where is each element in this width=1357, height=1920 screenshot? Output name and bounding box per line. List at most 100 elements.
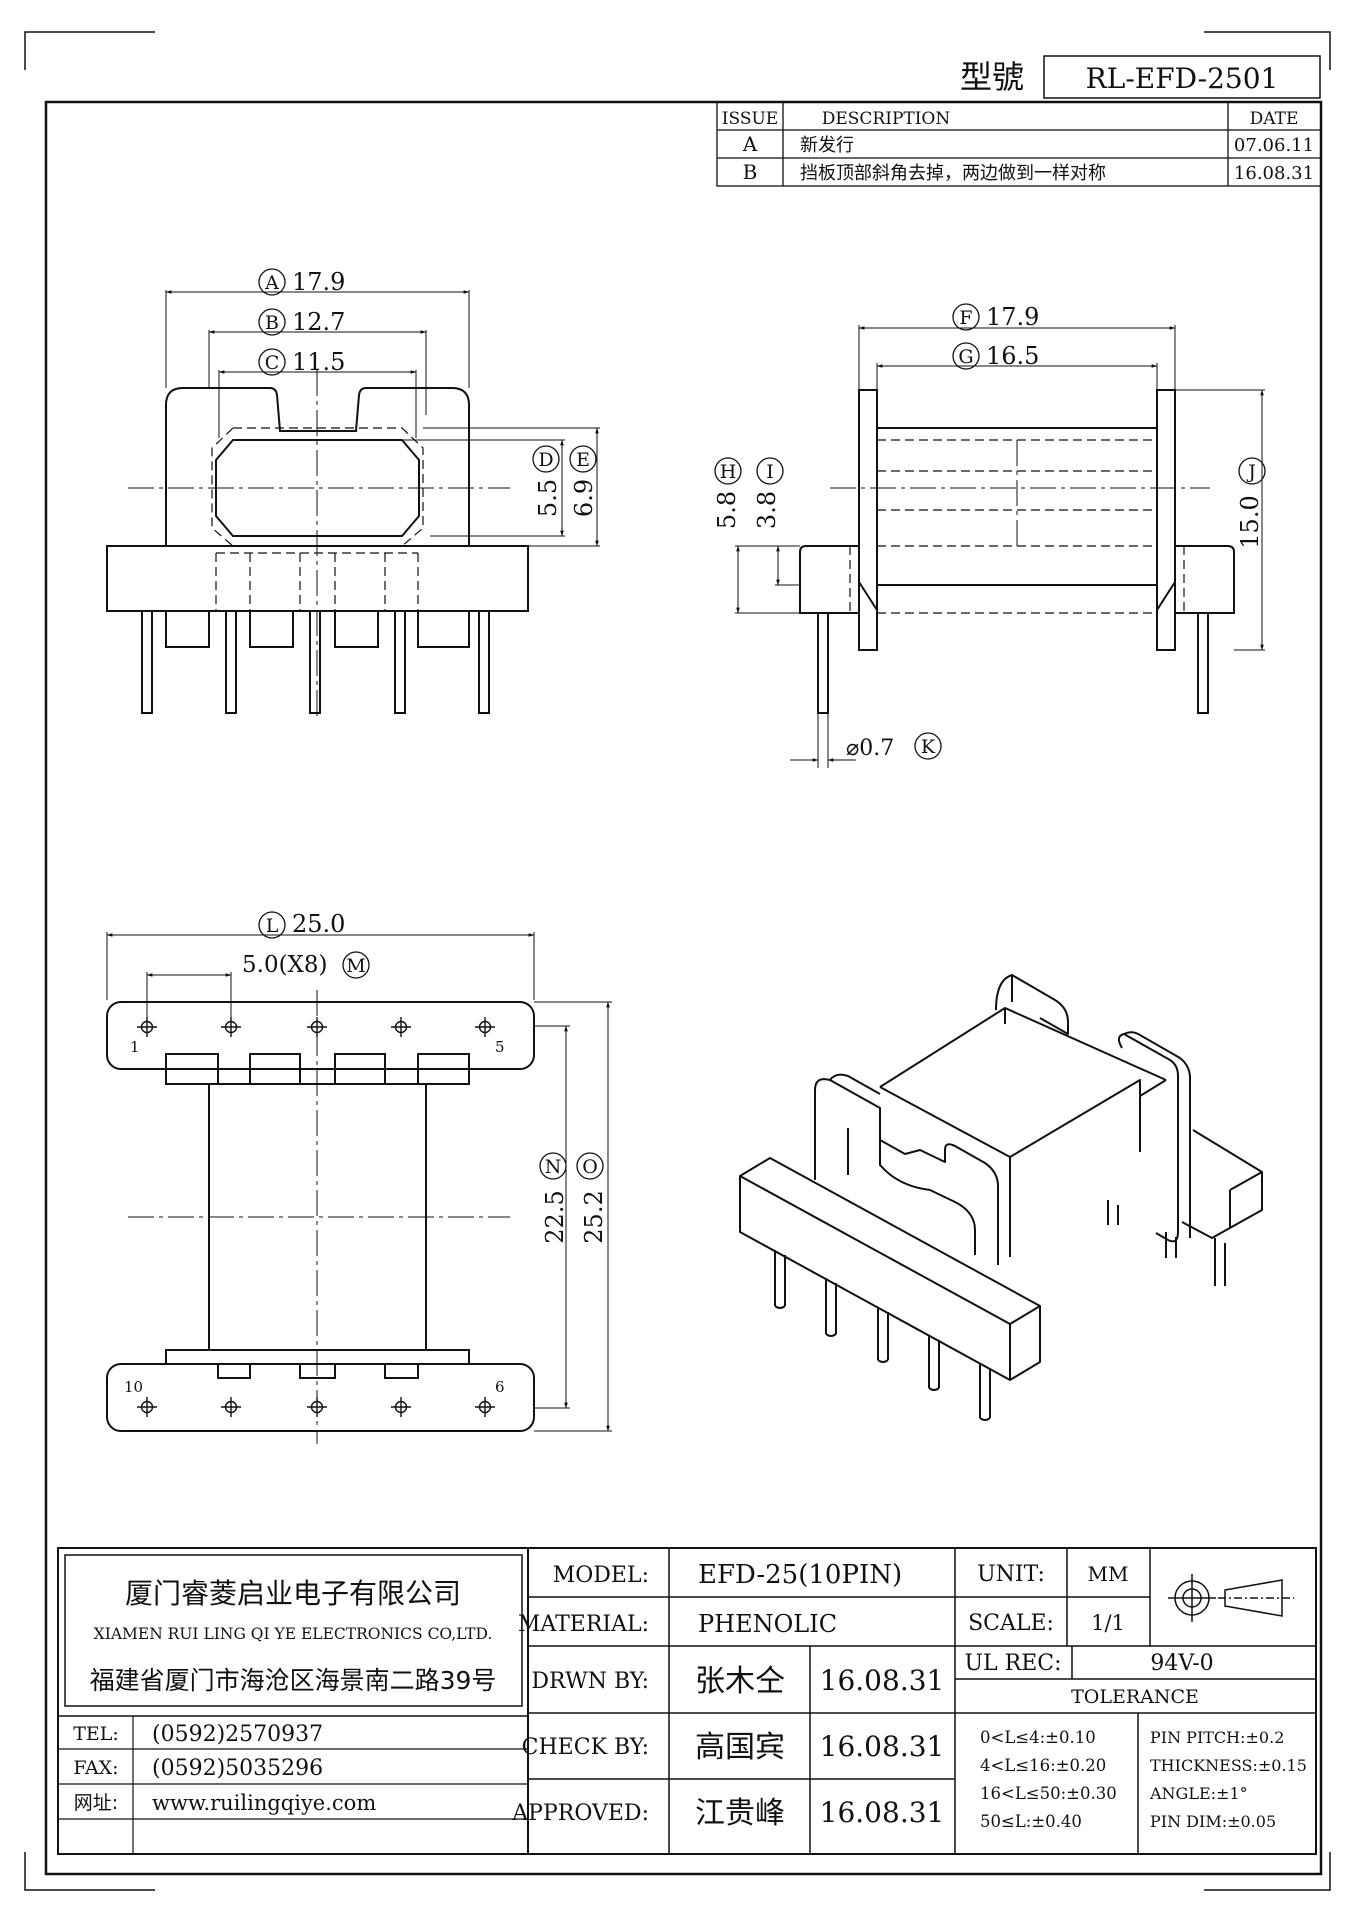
bottom-view-centerlines (128, 990, 510, 1444)
rev-a-issue: A (742, 132, 758, 156)
approved-date-value: 16.08.31 (820, 1796, 945, 1829)
pin-number-5: 5 (495, 1038, 505, 1056)
side-view-balloon-letters: F G H I J K (720, 307, 1256, 758)
front-view-balloon-letters: A B C D E (264, 272, 590, 471)
model-value: EFD-25(10PIN) (698, 1560, 902, 1590)
dim-a-value: 17.9 (292, 268, 345, 296)
rev-header-description: DESCRIPTION (822, 109, 951, 129)
svg-text:L: L (266, 915, 279, 937)
dim-i-value: 3.8 (753, 491, 781, 529)
revision-table-text: ISSUE DESCRIPTION DATE A 新发行 07.06.11 B … (722, 109, 1314, 184)
svg-text:I: I (766, 461, 774, 483)
rev-b-issue: B (743, 160, 758, 184)
tolerance-left-4: 50≤L:±0.40 (980, 1812, 1082, 1831)
web-label: 网址: (74, 1792, 118, 1814)
scale-value: 1/1 (1091, 1611, 1125, 1635)
dim-n-value: 22.5 (541, 1190, 569, 1243)
rev-a-date: 07.06.11 (1234, 135, 1314, 156)
tolerance-left-2: 4<L≤16:±0.20 (980, 1756, 1106, 1775)
check-date-value: 16.08.31 (820, 1730, 945, 1763)
side-view-balloons (714, 303, 1266, 760)
scale-label: SCALE: (968, 1611, 1054, 1636)
bottom-view-balloon-letters: L M N O (266, 915, 598, 1178)
dim-c-value: 11.5 (292, 348, 345, 376)
svg-text:M: M (346, 955, 365, 977)
front-view-balloons (258, 268, 597, 473)
pin-number-10: 10 (124, 1378, 143, 1396)
side-view (799, 389, 1235, 714)
front-view-dimension-lines (165, 290, 600, 547)
company-name-cn: 厦门睿菱启业电子有限公司 (125, 1577, 461, 1610)
fax-label: FAX: (73, 1757, 118, 1779)
approved-by-value: 江贵峰 (695, 1796, 785, 1831)
drawn-by-value: 张木仝 (695, 1664, 785, 1699)
revision-table (716, 101, 1322, 187)
svg-text:H: H (720, 461, 737, 483)
crop-marks (24, 31, 1331, 1891)
svg-text:N: N (545, 1156, 562, 1178)
drawn-label: DRWN BY: (531, 1669, 649, 1694)
svg-text:E: E (576, 449, 590, 471)
rev-header-issue: ISSUE (722, 109, 778, 129)
check-label: CHECK BY: (522, 1735, 649, 1760)
svg-text:F: F (959, 307, 972, 329)
dim-j-value: 15.0 (1236, 495, 1264, 548)
tel-value: (0592)2570937 (152, 1722, 323, 1747)
ul-label: UL REC: (964, 1651, 1061, 1676)
approved-label: APPROVED: (511, 1801, 649, 1826)
fax-value: (0592)5035296 (152, 1756, 323, 1781)
bottom-view-balloons (258, 911, 604, 1180)
svg-text:K: K (921, 736, 936, 758)
web-value: www.ruilingqiye.com (152, 1791, 376, 1815)
model-header-label: 型號 (960, 58, 1024, 96)
drawing-border (44, 100, 1323, 1876)
svg-text:G: G (958, 346, 973, 368)
dim-l-value: 25.0 (292, 910, 345, 938)
tolerance-left-1: 0<L≤4:±0.10 (980, 1728, 1096, 1747)
isometric-view (739, 974, 1263, 1421)
side-view-dimension-lines (735, 325, 1265, 768)
model-header: 型號 RL-EFD-2501 (960, 55, 1321, 99)
front-view-centerlines (128, 370, 510, 720)
checked-by-value: 高国宾 (695, 1730, 785, 1765)
svg-text:B: B (265, 312, 279, 334)
projection-symbol (1168, 1574, 1294, 1622)
svg-text:D: D (538, 449, 553, 471)
svg-text:J: J (1246, 461, 1256, 483)
bottom-view-pin-holes (137, 1017, 495, 1417)
svg-text:C: C (265, 352, 280, 374)
pin-number-1: 1 (130, 1038, 140, 1056)
svg-text:O: O (582, 1156, 598, 1178)
tolerance-right-1: PIN PITCH:±0.2 (1150, 1728, 1284, 1747)
dim-e-value: 6.9 (570, 479, 598, 517)
dim-f-value: 17.9 (986, 303, 1039, 331)
dim-h-value: 5.8 (713, 491, 741, 529)
dim-g-value: 16.5 (986, 342, 1039, 370)
tolerance-label: TOLERANCE (1071, 1686, 1199, 1708)
company-address: 福建省厦门市海沧区海景南二路39号 (90, 1666, 497, 1695)
rev-header-date: DATE (1250, 109, 1299, 129)
model-header-number: RL-EFD-2501 (1086, 62, 1279, 95)
title-block-frame (57, 1547, 1317, 1855)
dim-k-value: ⌀0.7 (846, 736, 894, 761)
svg-text:A: A (264, 272, 279, 294)
tolerance-right-3: ANGLE:±1° (1149, 1784, 1248, 1803)
tolerance-right-4: PIN DIM:±0.05 (1150, 1812, 1276, 1831)
bottom-view-dimension-lines (106, 932, 612, 1432)
rev-b-description: 挡板顶部斜角去掉，两边做到一样对称 (800, 163, 1106, 184)
dim-b-value: 12.7 (292, 308, 345, 336)
ul-value: 94V-0 (1150, 1651, 1213, 1676)
unit-value: MM (1088, 1562, 1129, 1586)
rev-a-description: 新发行 (800, 135, 854, 156)
unit-label: UNIT: (977, 1562, 1045, 1587)
company-name-en: XIAMEN RUI LING QI YE ELECTRONICS CO,LTD… (94, 1625, 493, 1643)
model-label: MODEL: (553, 1563, 649, 1588)
tolerance-right-2: THICKNESS:±0.15 (1150, 1756, 1307, 1775)
side-view-centerlines (830, 440, 1210, 546)
tolerance-left-3: 16<L≤50:±0.30 (980, 1784, 1117, 1803)
pin-number-6: 6 (495, 1378, 505, 1396)
drawn-date-value: 16.08.31 (820, 1664, 945, 1697)
tel-label: TEL: (73, 1723, 119, 1745)
rev-b-date: 16.08.31 (1234, 163, 1314, 184)
